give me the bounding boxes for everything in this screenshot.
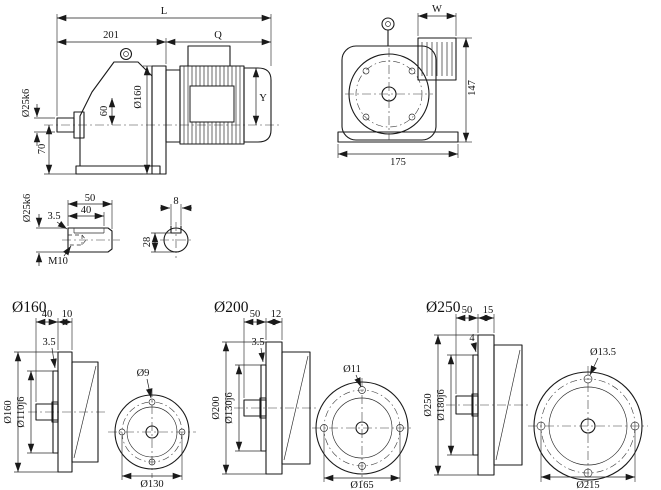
bolt-circle xyxy=(121,401,183,463)
dim-bolt-hole-diameter: Ø13.5 xyxy=(590,347,616,358)
dim-flange-diameter: Ø160 xyxy=(133,85,144,108)
dim-shaft-length-50: 50 xyxy=(85,193,96,204)
bolt-circle xyxy=(540,378,636,474)
label-thread-M10: M10 xyxy=(48,256,68,267)
dim-flange-thickness: 10 xyxy=(62,309,73,320)
dim-outer-diameter: Ø250 xyxy=(423,393,434,416)
motor-nameplate xyxy=(189,85,235,123)
dim-flange-thickness: 12 xyxy=(271,309,282,320)
dim-height-60: 60 xyxy=(99,106,110,117)
dim-overall-length: L xyxy=(161,6,167,17)
view-side-gearmotor: L 201 Q Ø25k6 70 60 Ø160 Y xyxy=(21,6,282,175)
dim-length-201: 201 xyxy=(103,30,119,41)
detail-key-section: 8 28 xyxy=(142,196,192,258)
dim-outer-diameter: Ø160 xyxy=(3,400,14,423)
dim-flange-thickness: 15 xyxy=(483,305,494,316)
housing-cone xyxy=(281,351,311,465)
fan-cover xyxy=(243,67,272,143)
flange-title: Ø200 xyxy=(214,299,249,316)
gearbox-housing xyxy=(79,61,153,167)
shaft-hole xyxy=(145,425,159,439)
eye-bolt xyxy=(119,47,133,61)
flange-variant-200: Ø200 50 12 3.5 Ø200 Ø130j6 Ø11 xyxy=(211,299,412,490)
motor-base xyxy=(337,131,459,143)
terminal-box xyxy=(187,45,231,67)
dim-key-height-28: 28 xyxy=(142,237,153,248)
dim-motor-length-Q: Q xyxy=(214,30,222,41)
flange-variant-160: Ø160 40 10 3.5 Ø160 Ø110j6 xyxy=(3,299,196,490)
flange-title: Ø160 xyxy=(12,299,47,316)
dim-spigot-diameter: Ø110j6 xyxy=(16,396,27,427)
dim-spigot-diameter: Ø180j6 xyxy=(436,389,447,421)
dim-step: 3.5 xyxy=(42,337,55,348)
dim-shaft-diameter: Ø25k6 xyxy=(21,89,32,118)
dim-bolt-hole-diameter: Ø9 xyxy=(137,368,150,379)
shaft-hole xyxy=(355,421,369,435)
gearbox-base xyxy=(75,165,161,175)
dim-shaft-length: 40 xyxy=(42,309,53,320)
flange-variant-250: Ø250 50 15 4 Ø250 Ø180j6 Ø13.5 xyxy=(423,299,648,490)
dim-bolt-circle-diameter: Ø165 xyxy=(350,480,373,490)
eye-bolt xyxy=(381,17,395,31)
terminal-box xyxy=(417,37,457,81)
motor-bell xyxy=(165,69,181,143)
dim-outer-diameter: Ø200 xyxy=(211,396,222,419)
dim-height-147: 147 xyxy=(467,80,478,96)
dim-bolt-circle-diameter: Ø215 xyxy=(576,480,599,490)
keyway-slot xyxy=(170,225,182,234)
dim-step-3-5: 3.5 xyxy=(47,211,60,222)
shaft-hole xyxy=(580,418,596,434)
flange-face xyxy=(315,381,409,475)
dim-shaft-length: 50 xyxy=(462,305,473,316)
dim-key-width-8: 8 xyxy=(173,196,178,207)
dim-step: 3.5 xyxy=(251,337,264,348)
flange-title: Ø250 xyxy=(426,299,461,316)
dim-shaft-length: 50 xyxy=(250,309,261,320)
dim-bolt-hole-diameter: Ø11 xyxy=(343,364,361,375)
dim-shaft-diameter: Ø25k6 xyxy=(22,194,33,223)
dim-height-Y: Y xyxy=(259,93,267,104)
center-tap-hole xyxy=(68,234,87,246)
bolt-circle xyxy=(323,389,401,467)
mounting-flange xyxy=(151,65,167,175)
dim-spigot-diameter: Ø130j6 xyxy=(224,392,235,424)
dim-bolt-circle-diameter: Ø130 xyxy=(140,479,163,490)
housing-cone xyxy=(71,361,99,463)
housing-cone xyxy=(493,344,523,466)
dim-width-175: 175 xyxy=(390,157,406,168)
detail-output-shaft: 50 40 3.5 Ø25k6 M10 xyxy=(22,193,120,267)
dim-step: 4 xyxy=(469,333,475,344)
terminal-box-ribs xyxy=(421,42,453,76)
view-front-motor: W 147 175 xyxy=(337,4,478,168)
dim-height-70: 70 xyxy=(37,144,48,155)
dim-box-width-W: W xyxy=(432,4,442,15)
dim-keyway-length-40: 40 xyxy=(81,205,92,216)
